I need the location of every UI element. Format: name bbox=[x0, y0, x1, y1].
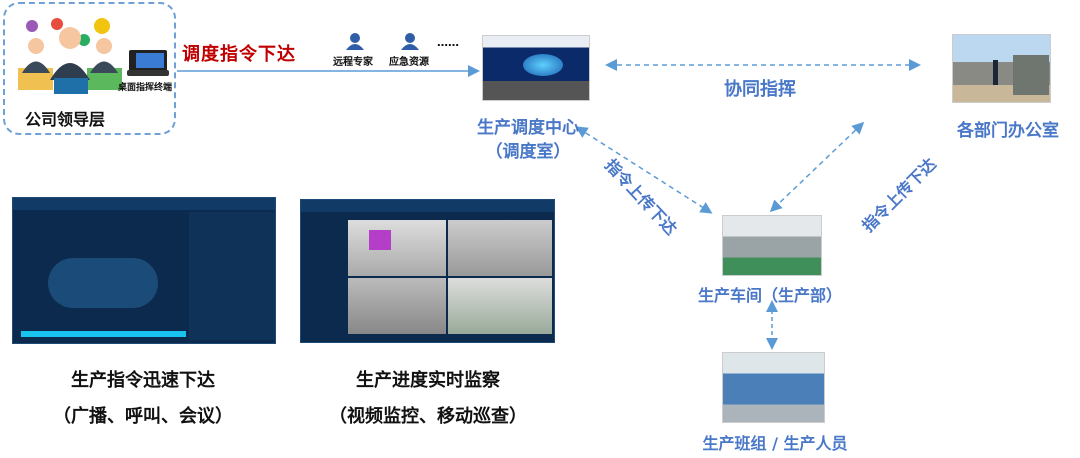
production-team-photo bbox=[722, 352, 825, 423]
more-ellipsis: …… bbox=[437, 36, 459, 49]
workshop-label: 生产车间（生产部） bbox=[697, 286, 842, 305]
command-label: 调度指令下达 bbox=[182, 44, 296, 65]
production-team-label: 生产班组 / 生产人员 bbox=[702, 434, 848, 453]
terminal-label: 桌面指挥终端 bbox=[117, 83, 172, 93]
resource-label: 应急资源 bbox=[389, 57, 429, 68]
workshop-photo bbox=[722, 215, 822, 276]
resource-label: 远程专家 bbox=[333, 57, 373, 68]
office-workshop-arrow bbox=[769, 121, 865, 213]
broadcast-system-screenshot bbox=[12, 197, 276, 344]
feature-right-subtitle: （视频监控、移动巡查） bbox=[329, 406, 527, 427]
leadership-group bbox=[3, 2, 176, 135]
dispatch-center-label: 生产调度中心 bbox=[477, 118, 579, 138]
dispatch-center-sublabel: （调度室） bbox=[485, 142, 571, 162]
video-monitoring-screenshot bbox=[300, 199, 555, 343]
feature-left-title: 生产指令迅速下达 bbox=[71, 370, 215, 391]
leaders-illustration bbox=[18, 18, 122, 94]
feature-right-title: 生产进度实时监察 bbox=[356, 370, 500, 391]
department-office-label: 各部门办公室 bbox=[957, 121, 1059, 141]
expert-person-icon bbox=[346, 33, 364, 50]
leadership-label: 公司领导层 bbox=[24, 110, 105, 129]
department-office-photo bbox=[952, 34, 1051, 103]
resource-person-icon bbox=[401, 33, 419, 50]
center-workshop-arrow bbox=[575, 126, 713, 214]
feature-left-subtitle: （广播、呼叫、会议） bbox=[53, 406, 233, 427]
collaboration-label: 协同指挥 bbox=[724, 79, 796, 100]
dispatch-center-photo bbox=[482, 35, 590, 101]
desk-terminal-icon bbox=[127, 50, 169, 76]
